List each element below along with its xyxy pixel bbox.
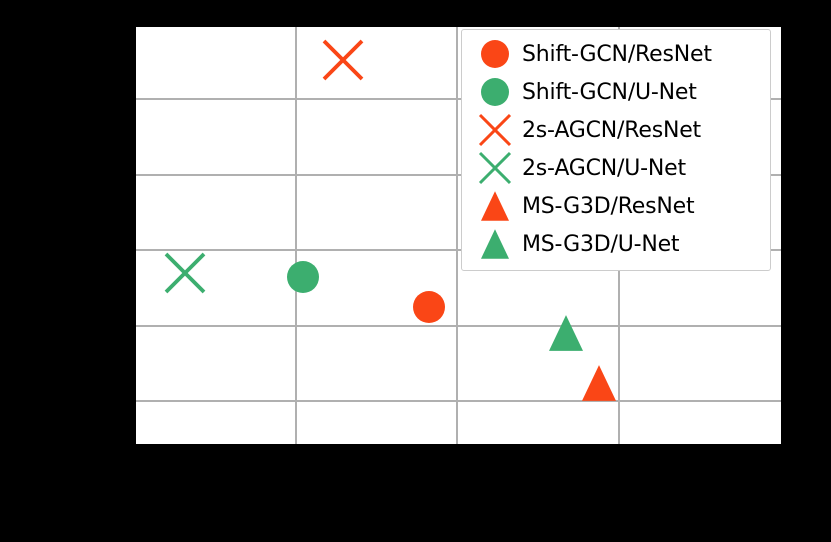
gridline-horizontal-0 [136, 98, 781, 100]
x-glyph [478, 151, 512, 185]
legend-item-5[interactable]: MS-G3D/U-Net [468, 225, 762, 263]
legend-label-1: Shift-GCN/U-Net [522, 79, 697, 105]
x-shape [478, 113, 512, 147]
circle-shape [481, 40, 509, 68]
triangle-shape [481, 229, 509, 259]
gridline-horizontal-1 [136, 174, 781, 176]
circle-marker-icon [468, 35, 522, 73]
triangle-shape [481, 191, 509, 221]
legend-label-3: 2s-AGCN/U-Net [522, 155, 686, 181]
data-point-ms-g3d-u-net [549, 315, 583, 351]
triangle-marker-icon [468, 225, 522, 263]
data-point-shift-gcn-resnet [413, 291, 445, 323]
circle-glyph [481, 40, 509, 68]
gridline-horizontal-4 [136, 400, 781, 402]
legend-label-0: Shift-GCN/ResNet [522, 41, 712, 67]
gridline-vertical-1 [456, 27, 458, 444]
x-glyph [478, 113, 512, 147]
gridline-horizontal-3 [136, 325, 781, 327]
legend-item-1[interactable]: Shift-GCN/U-Net [468, 73, 762, 111]
legend-item-3[interactable]: 2s-AGCN/U-Net [468, 149, 762, 187]
legend-label-5: MS-G3D/U-Net [522, 231, 680, 257]
x-shape [478, 151, 512, 185]
x-marker-icon [468, 111, 522, 149]
circle-shape [481, 78, 509, 106]
x-marker-icon [468, 149, 522, 187]
legend-label-4: MS-G3D/ResNet [522, 193, 695, 219]
legend-item-0[interactable]: Shift-GCN/ResNet [468, 35, 762, 73]
scatter-markers [164, 39, 616, 401]
legend-item-2[interactable]: 2s-AGCN/ResNet [468, 111, 762, 149]
data-point-ms-g3d-resnet [582, 365, 616, 401]
triangle-marker-icon [468, 187, 522, 225]
triangle-glyph [481, 229, 509, 259]
gridline-horizontal-2 [136, 249, 781, 251]
data-point-2s-agcn-resnet [322, 39, 364, 81]
data-point-shift-gcn-u-net [287, 261, 319, 293]
legend-item-4[interactable]: MS-G3D/ResNet [468, 187, 762, 225]
data-point-2s-agcn-u-net [164, 252, 206, 294]
triangle-glyph [481, 191, 509, 221]
circle-marker-icon [468, 73, 522, 111]
legend-label-2: 2s-AGCN/ResNet [522, 117, 701, 143]
circle-glyph [481, 78, 509, 106]
gridline-vertical-0 [295, 27, 297, 444]
